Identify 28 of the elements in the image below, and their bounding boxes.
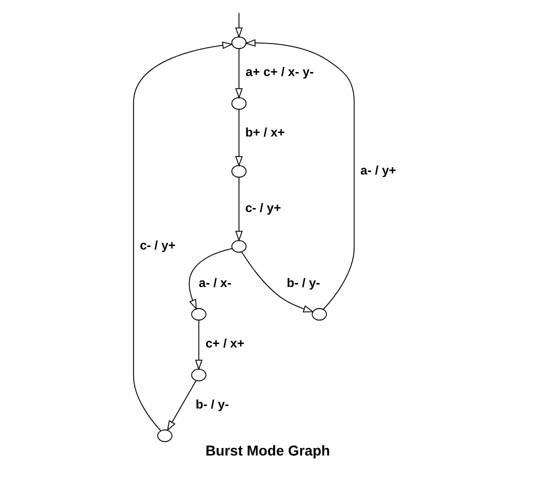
edge-label: b- / y- [286,276,320,290]
arrow [240,252,314,312]
arrow [244,39,354,310]
edge-label: a+ c+ / x- y- [245,64,314,79]
node-ellipse [230,240,246,253]
edge-label: b- / y- [195,397,228,412]
edge-label: a- / x- [198,276,231,290]
node-ellipse [156,430,172,442]
arrow [188,248,232,310]
arrow [234,109,242,167]
node-ellipse [230,165,246,178]
node-ellipse [230,97,246,110]
edge-label: c- / y+ [139,238,176,252]
node-ellipse [190,308,206,321]
node-ellipse [311,308,326,321]
arrow [132,42,233,432]
arrow [234,176,242,242]
edge-label: c+ / x+ [204,336,244,351]
edge-label: c- / y+ [244,200,281,215]
edge-label: b+ / x+ [244,126,284,140]
arrow [194,320,202,370]
arrow [234,12,242,38]
arrow [166,380,196,432]
edge-label: a- / y+ [360,163,396,178]
arrow [234,48,242,99]
caption: Burst Mode Graph [204,444,330,460]
node-ellipse [230,36,246,50]
node-ellipse [190,368,206,382]
